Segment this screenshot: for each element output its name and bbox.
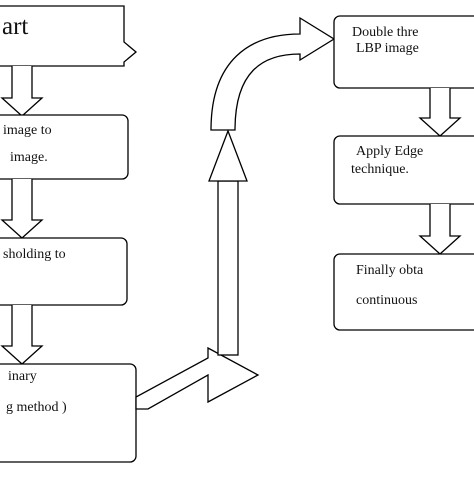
double-threshold-label-line1: Double thre [352, 25, 419, 40]
upward-arrowhead [208, 129, 248, 182]
final-output-label-line2: continuous [356, 293, 418, 308]
edge-technique-label-line1: Apply Edge [356, 144, 424, 159]
double-threshold-box [333, 15, 474, 89]
convert-image-label-line2: image. [10, 150, 48, 165]
double-threshold-label-line2: LBP image [356, 41, 419, 56]
connector-arrow-1 [0, 66, 44, 117]
curved-connector [210, 16, 336, 131]
connector-arrow-5 [418, 204, 462, 255]
convert-image-label-line1: image to [3, 123, 52, 138]
connector-arrow-3 [0, 305, 44, 365]
convert-image-box [0, 114, 129, 180]
final-output-label-line1: Finally obta [356, 263, 424, 278]
start-label: art [2, 13, 29, 40]
final-output-box [333, 253, 474, 331]
binary-method-label-line2: g method ) [6, 400, 67, 415]
thresholding-box [0, 237, 128, 306]
edge-technique-box [333, 135, 474, 205]
horizontal-connector-arrow [135, 346, 260, 410]
binary-method-box [0, 363, 137, 463]
binary-method-label-line1: inary [8, 369, 37, 384]
connector-arrow-2 [0, 179, 44, 239]
edge-technique-label-line2: technique. [351, 162, 409, 177]
thresholding-label-line1: sholding to [3, 247, 66, 262]
vertical-shaft [217, 180, 239, 356]
connector-arrow-4 [418, 88, 462, 137]
